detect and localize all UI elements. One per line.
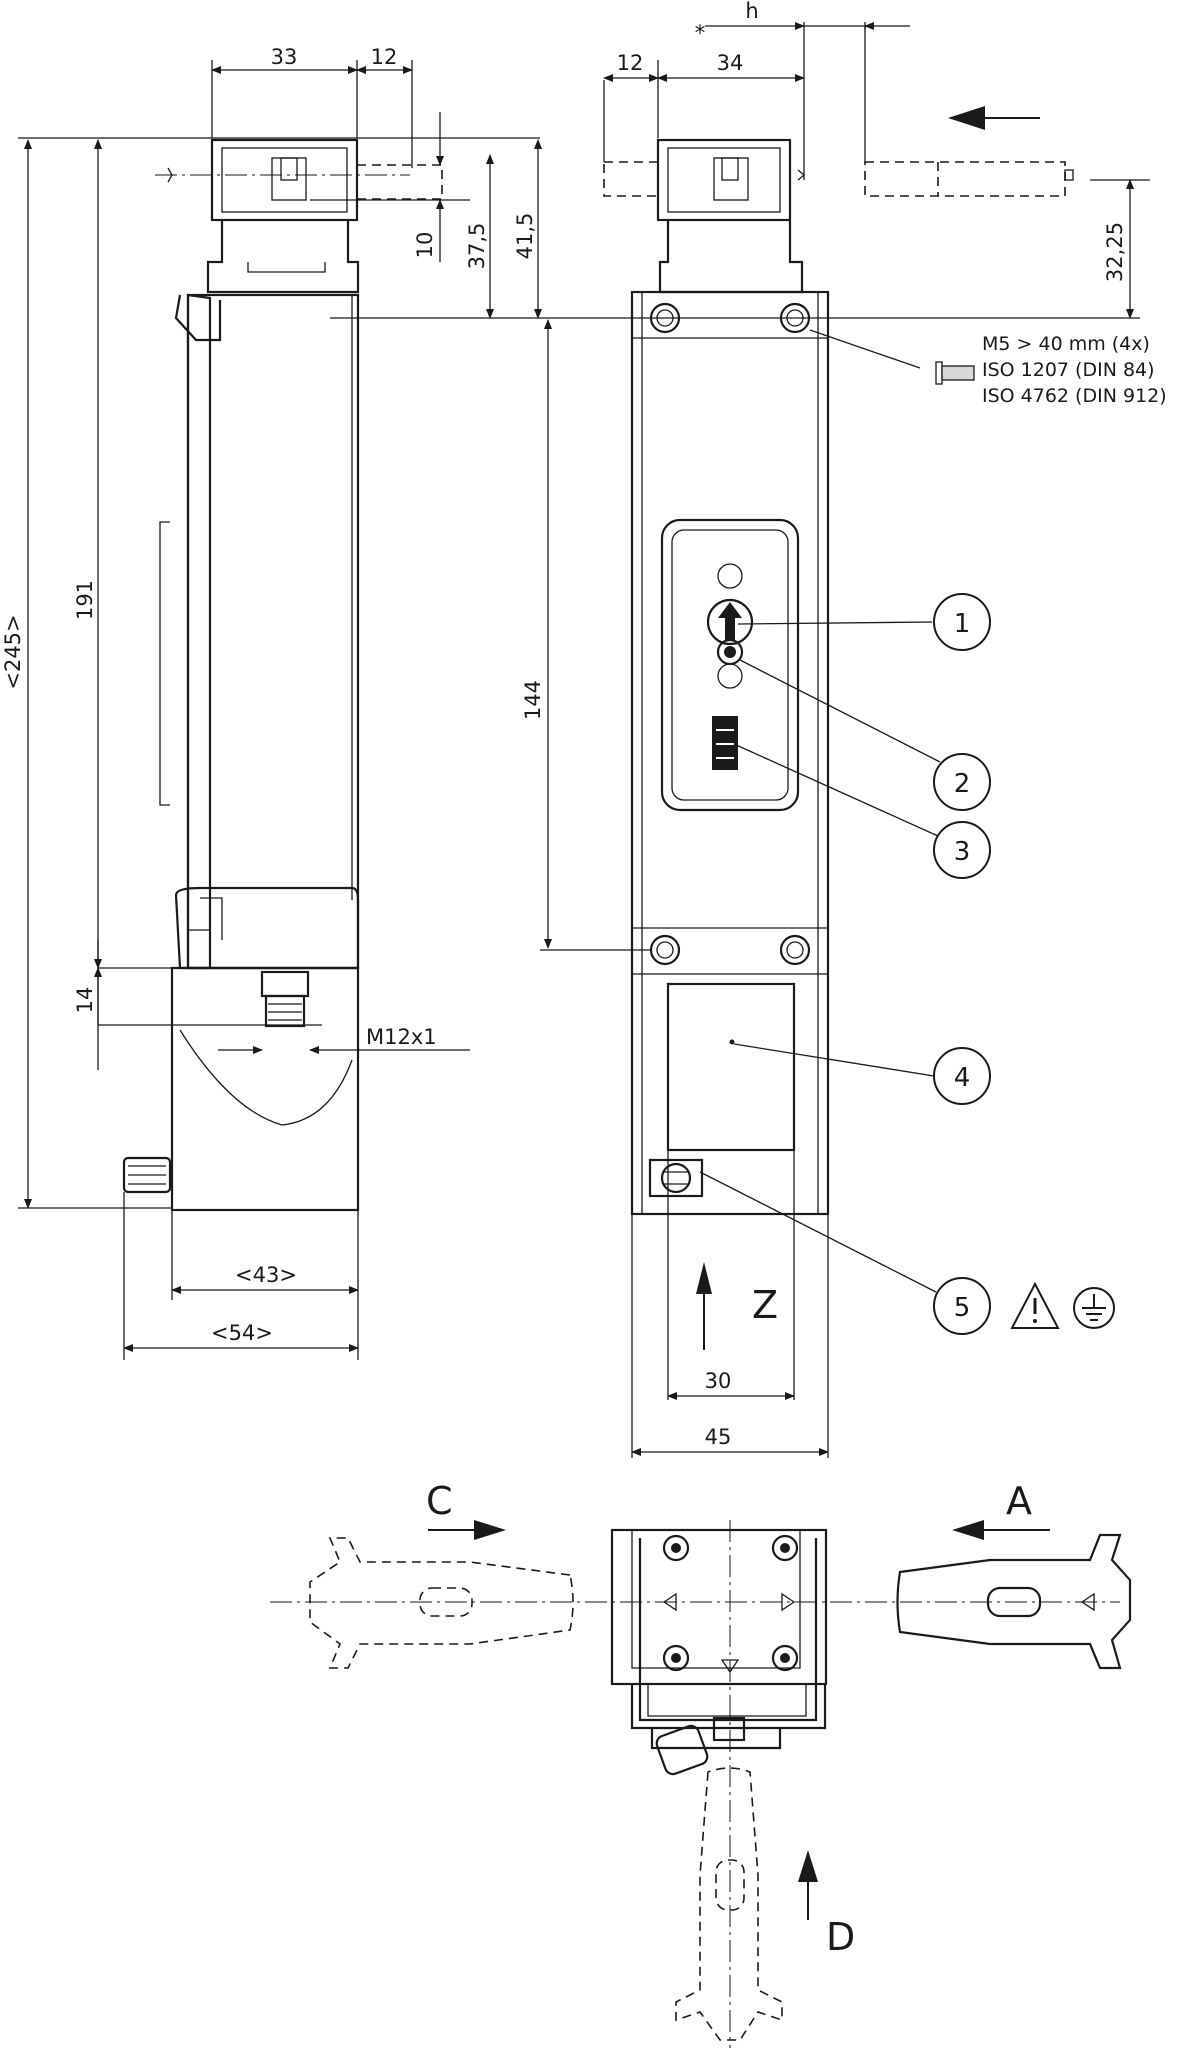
- dim-side-width-33: 33: [271, 45, 298, 69]
- view-z-label: Z: [752, 1283, 778, 1327]
- dim-side-height-37-5: 37,5: [465, 223, 489, 270]
- callout-2: 2: [954, 769, 971, 799]
- direction-c-label: C: [426, 1479, 453, 1523]
- dim-front-star: *: [695, 21, 706, 45]
- ground-icon: [1073, 1287, 1115, 1329]
- head-screw: [771, 1534, 799, 1562]
- screw-note-line1: M5 > 40 mm (4x): [982, 333, 1150, 355]
- m12-label: M12x1: [366, 1025, 437, 1049]
- mounting-hole: [779, 302, 811, 334]
- ground-screw: [648, 1158, 704, 1198]
- dim-side-width-54: <54>: [211, 1321, 273, 1345]
- lock-icon: [717, 563, 743, 589]
- direction-a-arrow-icon: [952, 1520, 984, 1540]
- dim-side-height-10: 10: [413, 232, 437, 259]
- actuator-a: [896, 1533, 1132, 1670]
- side-body-rail: [186, 293, 212, 970]
- dim-side-height-14: 14: [73, 987, 97, 1014]
- dim-front-width-12: 12: [617, 51, 644, 75]
- top-view: [270, 1520, 1132, 2048]
- direction-c-arrow-icon: [474, 1520, 506, 1540]
- head-screw: [771, 1644, 799, 1672]
- side-view-dimensions: 33 12 <245> 191 14 10 37,5 41,5 M12x1: [1, 45, 1140, 1360]
- side-head-top: [210, 138, 359, 222]
- side-view: [122, 138, 443, 1212]
- callout-1: 1: [954, 609, 971, 639]
- dim-side-height-41-5: 41,5: [513, 213, 537, 260]
- mounting-hole: [649, 302, 681, 334]
- screw-icon: [935, 361, 975, 385]
- direction-a-label: A: [1006, 1479, 1032, 1523]
- side-body: [186, 293, 360, 970]
- head-screw: [662, 1534, 690, 1562]
- dim-front-width-45: 45: [705, 1425, 732, 1449]
- mounting-hole: [649, 934, 681, 966]
- front-view: [603, 25, 1074, 1216]
- dim-front-height-32-25: 32,25: [1103, 222, 1127, 282]
- callout-3: 3: [954, 837, 971, 867]
- mounting-hole: [779, 934, 811, 966]
- insertion-arrow-icon: [948, 106, 985, 130]
- dim-side-height-191: 191: [73, 580, 97, 620]
- warning-icon: [1010, 1281, 1060, 1329]
- dim-front-width-34: 34: [717, 51, 744, 75]
- front-head: [656, 138, 792, 222]
- dim-front-width-30: 30: [705, 1369, 732, 1393]
- dim-front-height-144: 144: [521, 680, 545, 720]
- dim-front-h: h: [745, 0, 758, 23]
- actuator-d: [675, 1767, 783, 2041]
- control-panel: [660, 518, 800, 812]
- arrow-icon: [718, 602, 742, 640]
- dim-side-width-43: <43>: [235, 1263, 297, 1287]
- head-screw: [662, 1644, 690, 1672]
- direction-d-arrow-icon: [798, 1850, 818, 1882]
- screw-note-line3: ISO 4762 (DIN 912): [982, 385, 1167, 407]
- dim-side-height-245: <245>: [1, 614, 25, 689]
- front-view-dimensions: 12 34 h * 32,25 144 M5 > 40 mm (4x) ISO …: [521, 0, 1167, 1458]
- dim-side-width-12: 12: [371, 45, 398, 69]
- z-arrow-icon: [696, 1262, 712, 1294]
- callout-4: 4: [954, 1063, 971, 1093]
- direction-d-label: D: [826, 1915, 855, 1959]
- m12-connector: [260, 970, 310, 998]
- screw-note-line2: ISO 1207 (DIN 84): [982, 359, 1155, 381]
- front-body: [630, 290, 830, 1216]
- direction-labels: C A D: [426, 1479, 1050, 1959]
- callout-5: 5: [954, 1293, 971, 1323]
- label-area: [666, 982, 796, 1152]
- actuator-c: [309, 1537, 574, 1669]
- side-lower-housing: [170, 966, 360, 1212]
